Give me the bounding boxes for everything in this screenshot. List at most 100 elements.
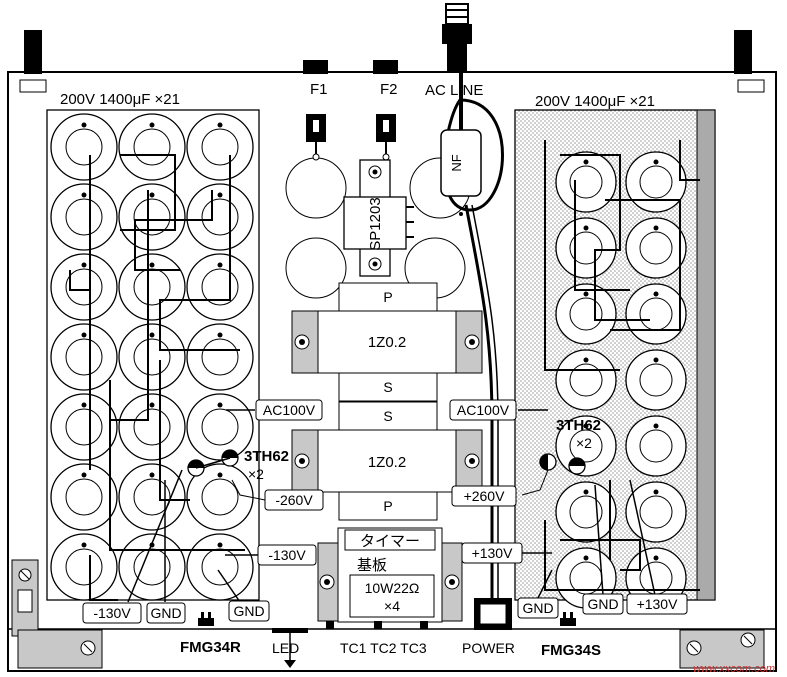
gnd-tag-3: GND [517,597,559,619]
right-capacitor-3 [555,217,617,279]
pos260v-tag: +260V [451,485,517,507]
led-label: LED [272,640,299,656]
right-capacitor-6 [625,283,687,345]
nf-label: NF [449,154,464,171]
led-indicator [272,628,308,668]
tc-label: TC1 TC2 TC3 [340,640,427,656]
left-capacitor-21 [186,533,254,601]
timer-board: タイマー 基板 10W22Ω ×4 [317,527,463,623]
left-capacitor-9 [186,253,254,321]
timer-label-4: ×4 [384,598,400,614]
sp1203-label: SP1203 [367,197,384,250]
right-capacitor-1 [555,151,617,213]
left-board-wiring [69,154,245,601]
right-board-wiring [544,140,700,591]
right-front-bracket [679,629,765,669]
f1-fuse-holder [306,114,326,161]
right-heatsink-strip [696,109,716,601]
gnd-2-text: GND [233,603,264,619]
left-front-bracket [11,559,103,669]
power-label: POWER [462,640,515,656]
pos260v-text: +260V [464,488,506,504]
right-capacitor-4 [625,217,687,279]
left-capacitor-7 [50,253,118,321]
right-capacitor-spec: 200V 1400μF ×21 [535,93,655,110]
ac-line-label: AC LINE [425,82,483,99]
fmg34r-label: FMG34R [180,639,241,656]
f2-fuse-holder [376,114,396,161]
left-capacitor-16 [50,463,118,531]
timer-label-1: タイマー [360,533,420,550]
left-capacitor-10 [50,323,118,391]
chassis-front-strip [7,628,777,672]
sp1203-module: SP1203 [343,159,414,277]
left-capacitor-3 [186,113,254,181]
left-capacitor-8 [118,253,186,321]
upper-secondary-label: S [383,379,392,395]
timer-label-3: 10W22Ω [365,580,420,596]
right-capacitor-2 [625,151,687,213]
th-right-label: 3TH62 [556,417,601,434]
ac-line-plug [442,3,472,72]
upper-primary-label: P [383,289,392,305]
gnd-4-text: GND [587,596,618,612]
left-capacitor-11 [118,323,186,391]
gnd-tag-1: GND [146,602,186,624]
timer-label-2: 基板 [357,556,387,574]
gnd-1-text: GND [150,605,181,621]
left-capacitor-6 [186,183,254,251]
center-cap-ring-3 [285,237,347,299]
watermark: www.xxcom.com [693,663,775,675]
label-leader-lines [127,409,656,603]
gnd-tag-2: GND [228,600,270,622]
pos130v-left-text: +130V [472,545,514,561]
f1-fuse-holder-top [303,60,328,74]
noise-filter: NF [440,72,504,216]
lower-secondary-label: S [383,408,392,424]
left-capacitor-19 [50,533,118,601]
lower-transformer-label: 1Z0.2 [368,454,406,471]
left-capacitor-4 [50,183,118,251]
neg130v-bottom-text: -130V [93,605,131,621]
ac100v-left-tag: AC100V [255,399,323,421]
gnd-3-text: GND [522,600,553,616]
left-capacitor-14 [118,393,186,461]
lower-primary-label: P [383,498,392,514]
ac100v-right-text: AC100V [457,402,510,418]
neg130v-bottom-tag: -130V [82,602,142,624]
fmg34s-connector [560,612,576,626]
left-capacitor-array [50,113,254,601]
pos130v-left-of-right-board-tag: +130V [461,542,523,564]
tc-terminals [326,621,428,629]
left-thermistor-pair [187,449,239,477]
right-capacitor-12 [625,481,687,543]
right-capacitor-7 [555,349,617,411]
th-right-count: ×2 [576,435,592,451]
right-capacitor-11 [555,481,617,543]
neg260v-tag: -260V [264,489,324,511]
right-corner-hole [737,79,765,93]
ac100v-left-text: AC100V [263,402,316,418]
upper-transformer: P 1Z0.2 S [291,282,483,402]
neg130v-right-of-left-board-tag: -130V [257,544,317,566]
left-capacitor-17 [118,463,186,531]
left-capacitor-1 [50,113,118,181]
fmg34s-label: FMG34S [541,642,601,659]
left-capacitor-13 [50,393,118,461]
lower-transformer: S 1Z0.2 P [291,401,483,521]
th-left-label: 3TH62 [244,448,289,465]
right-capacitor-5 [555,283,617,345]
left-capacitor-18 [186,463,254,531]
th-left-count: ×2 [248,466,264,482]
center-cap-ring-1 [285,157,347,219]
left-capacitor-12 [186,323,254,391]
f1-label: F1 [310,81,328,98]
pos130v-bottom-tag: +130V [626,593,688,615]
left-corner-hole [19,79,47,93]
left-capacitor-spec: 200V 1400μF ×21 [60,91,180,108]
power-switch [474,598,512,630]
f2-label: F2 [380,81,398,98]
right-capacitor-10 [625,415,687,477]
f2-fuse-holder-top [373,60,398,74]
fmg34r-connector [198,612,214,626]
